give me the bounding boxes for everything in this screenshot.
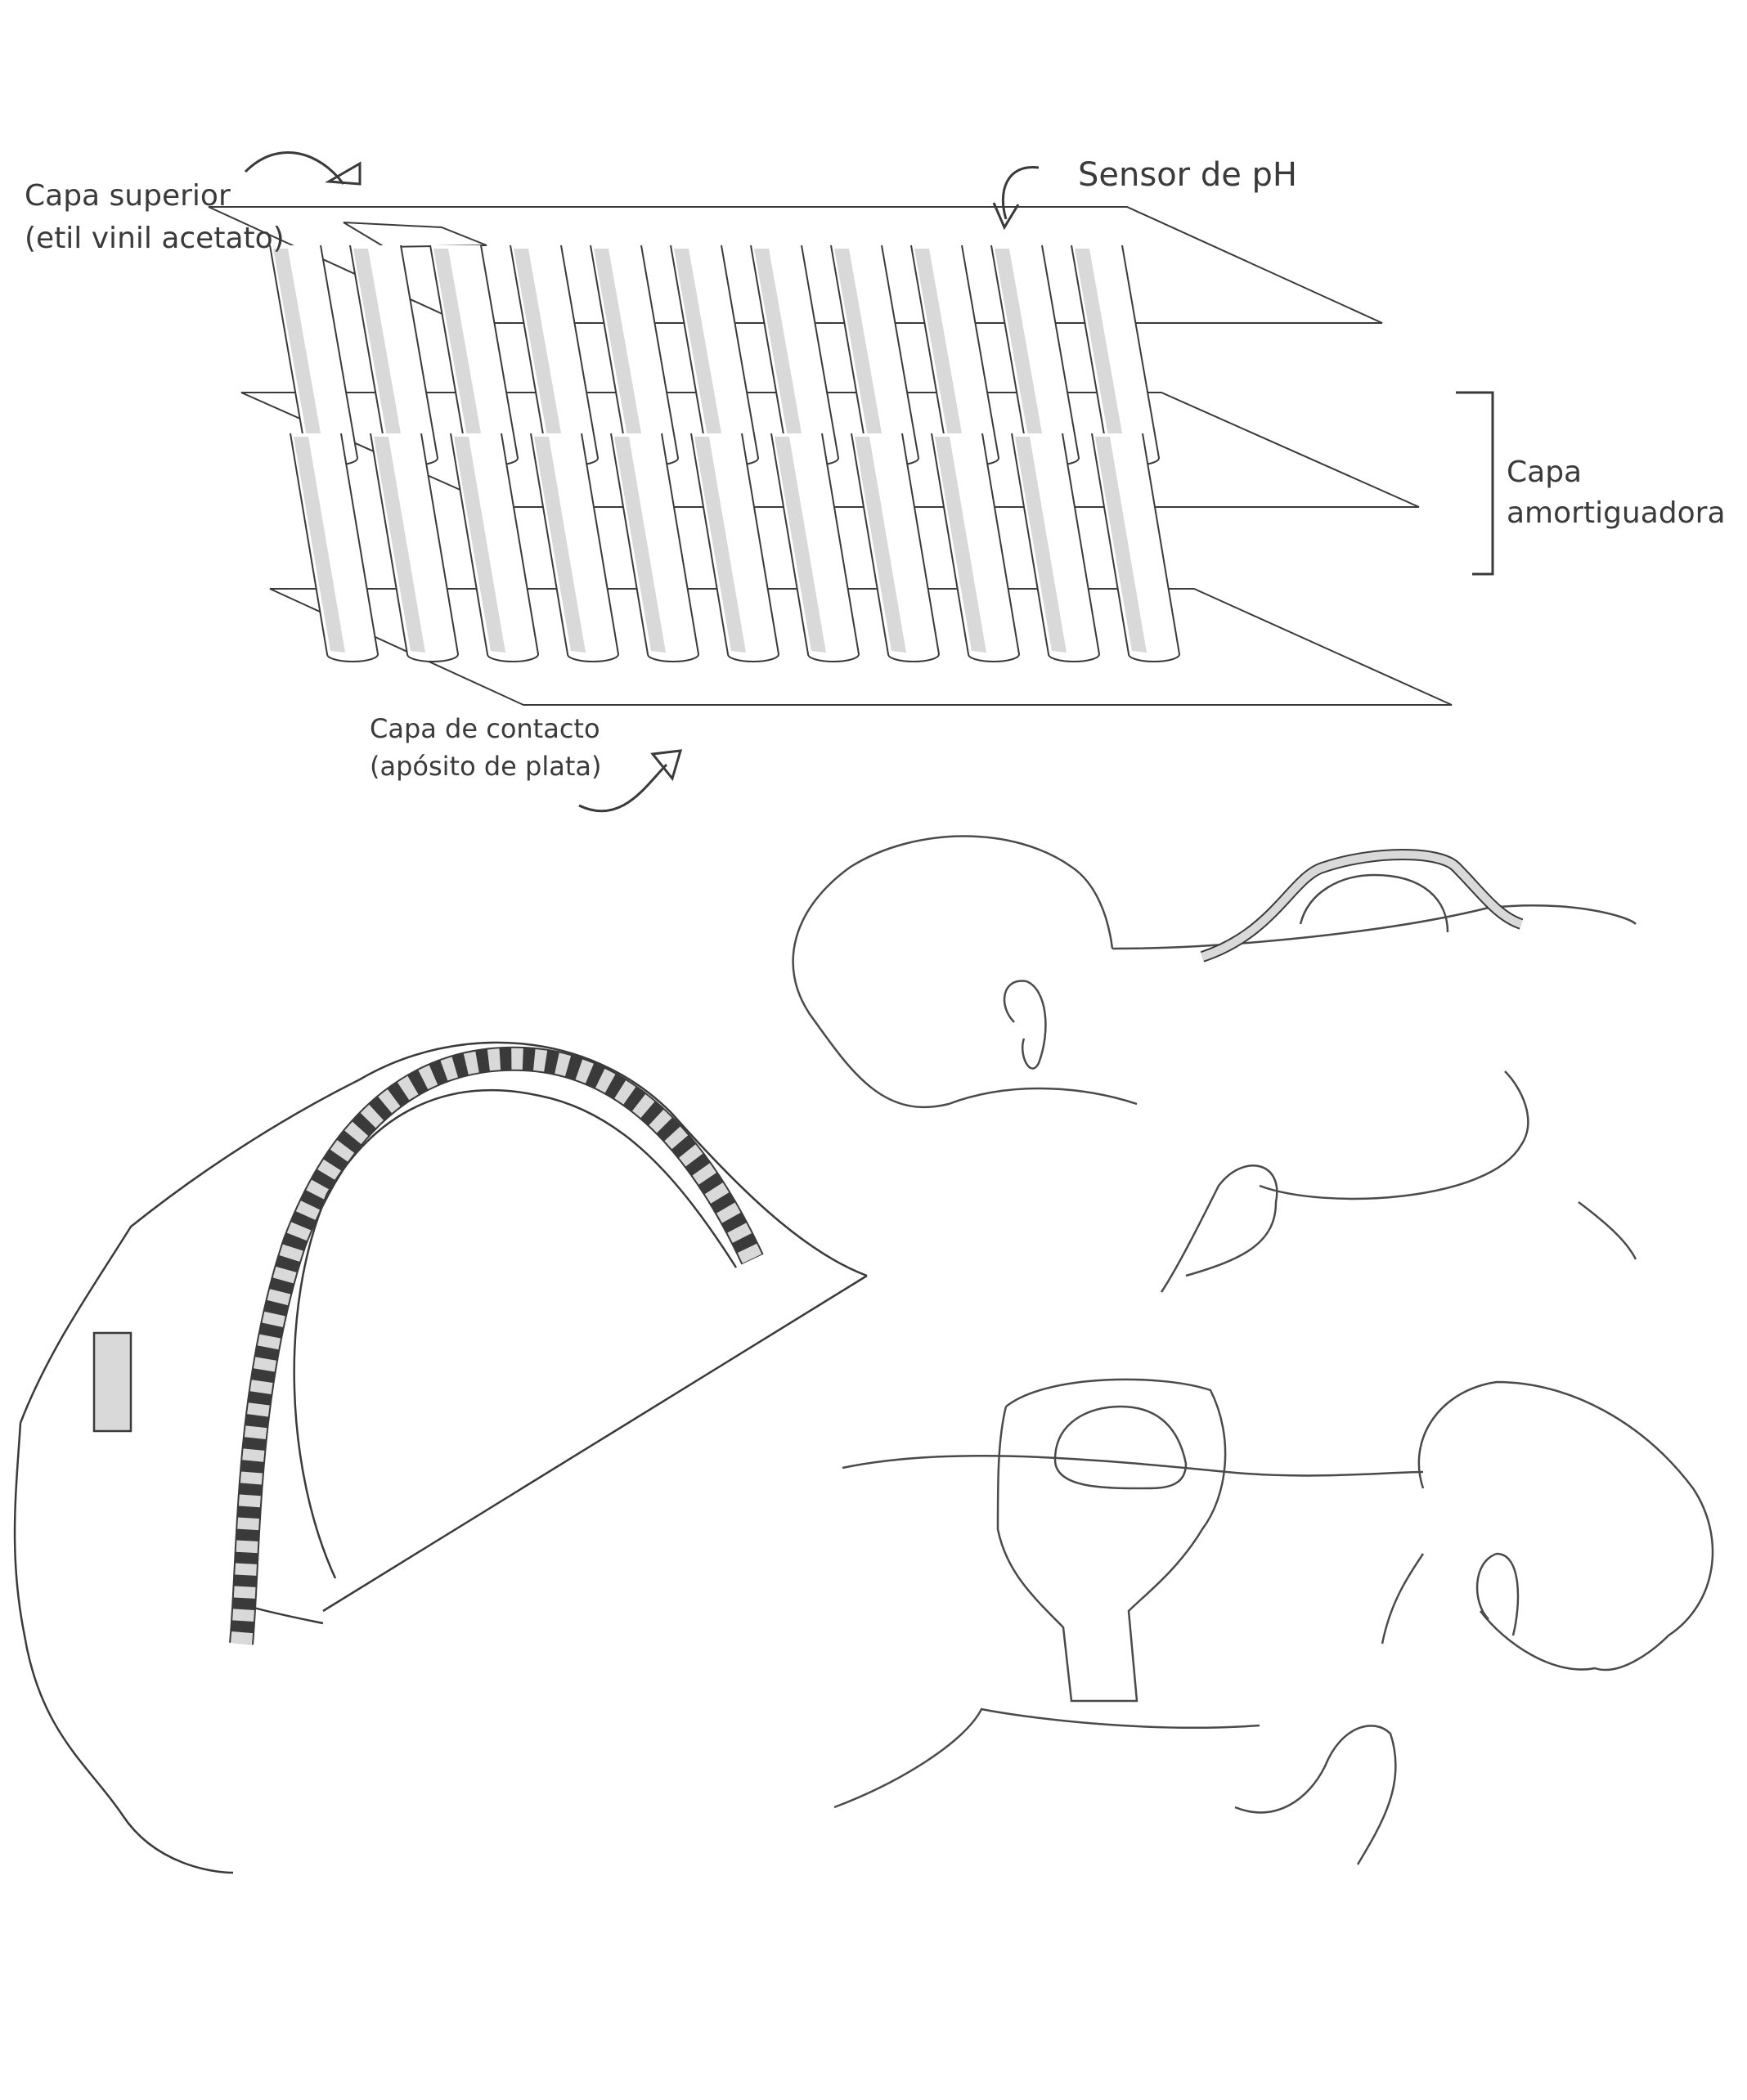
infant-prone-bottom <box>833 1378 1714 1865</box>
upper-cushion-columns <box>269 245 1161 466</box>
lower-column-8 <box>851 433 941 662</box>
infant-ear-top <box>1003 980 1047 1070</box>
infant-back-top <box>1112 904 1637 950</box>
arrow-top-layer-head <box>325 161 362 186</box>
label-top-layer-line2: (etil vinil acetato) <box>25 222 285 255</box>
layered-dressing-diagram <box>208 206 1453 706</box>
closeup-band-outer <box>229 1046 764 1645</box>
ph-sensor-patch <box>343 222 487 249</box>
lower-column-1 <box>290 433 379 662</box>
closeup-band-fill <box>231 1048 762 1645</box>
infant-chin-bottom <box>1381 1553 1425 1645</box>
cushion-bracket <box>1456 391 1494 576</box>
lower-column-11 <box>1091 433 1181 662</box>
closeup-ph-sensor <box>92 1331 132 1433</box>
label-cushion-layer-line2: amortiguadora <box>1507 496 1726 530</box>
arrow-ph-sensor-head <box>992 202 1020 231</box>
closeup-outer-shape <box>19 1041 868 1424</box>
lower-cushion-columns <box>290 433 1181 662</box>
lower-column-3 <box>450 433 540 662</box>
label-contact-layer-line2: (apósito de plata) <box>370 751 602 782</box>
cushion-device-bottom-hole <box>1053 1405 1188 1490</box>
upper-column-1 <box>269 245 359 466</box>
infant-head-bottom <box>1417 1380 1714 1671</box>
lower-column-6 <box>690 433 780 662</box>
infant-shoulder-top <box>1578 1201 1637 1260</box>
infant-arm-bottom <box>1234 1725 1397 1865</box>
arrow-contact-layer-head <box>650 749 683 782</box>
lower-column-5 <box>610 433 700 662</box>
closeup-left-side <box>13 1422 234 1874</box>
infant-prone-top <box>792 835 1637 1293</box>
label-ph-sensor: Sensor de pH <box>1078 156 1298 194</box>
label-cushion-layer-line1: Capa <box>1507 455 1583 489</box>
lower-column-9 <box>931 433 1021 662</box>
arrows <box>244 151 1494 813</box>
infant-back-bottom <box>842 1454 1424 1477</box>
lower-column-7 <box>770 433 860 662</box>
infant-body-top <box>1259 1070 1529 1200</box>
arrow-contact-layer <box>578 763 668 813</box>
cushion-device-bottom <box>996 1378 1227 1703</box>
closeup-inner-curve <box>293 1088 738 1579</box>
lower-column-10 <box>1011 433 1101 662</box>
infant-arm-top <box>1160 1164 1278 1293</box>
lower-column-4 <box>530 433 620 662</box>
cushion-device-top <box>1200 849 1524 962</box>
label-top-layer-line1: Capa superior <box>25 179 231 213</box>
cushion-device-top-inner <box>1201 850 1523 961</box>
arrow-top-layer <box>244 151 345 185</box>
cushion-closeup <box>13 1041 868 1874</box>
infant-ear-bottom <box>1475 1552 1520 1636</box>
closeup-bottom-edge <box>236 1601 324 1625</box>
infant-back-hump-top <box>1299 873 1449 933</box>
infant-head-top <box>792 835 1138 1109</box>
closeup-lower-edge <box>322 1274 868 1613</box>
label-contact-layer-line1: Capa de contacto <box>370 713 600 744</box>
arrow-ph-sensor <box>1001 166 1040 220</box>
infant-body-bottom <box>833 1707 1260 1809</box>
lower-column-2 <box>370 433 460 662</box>
